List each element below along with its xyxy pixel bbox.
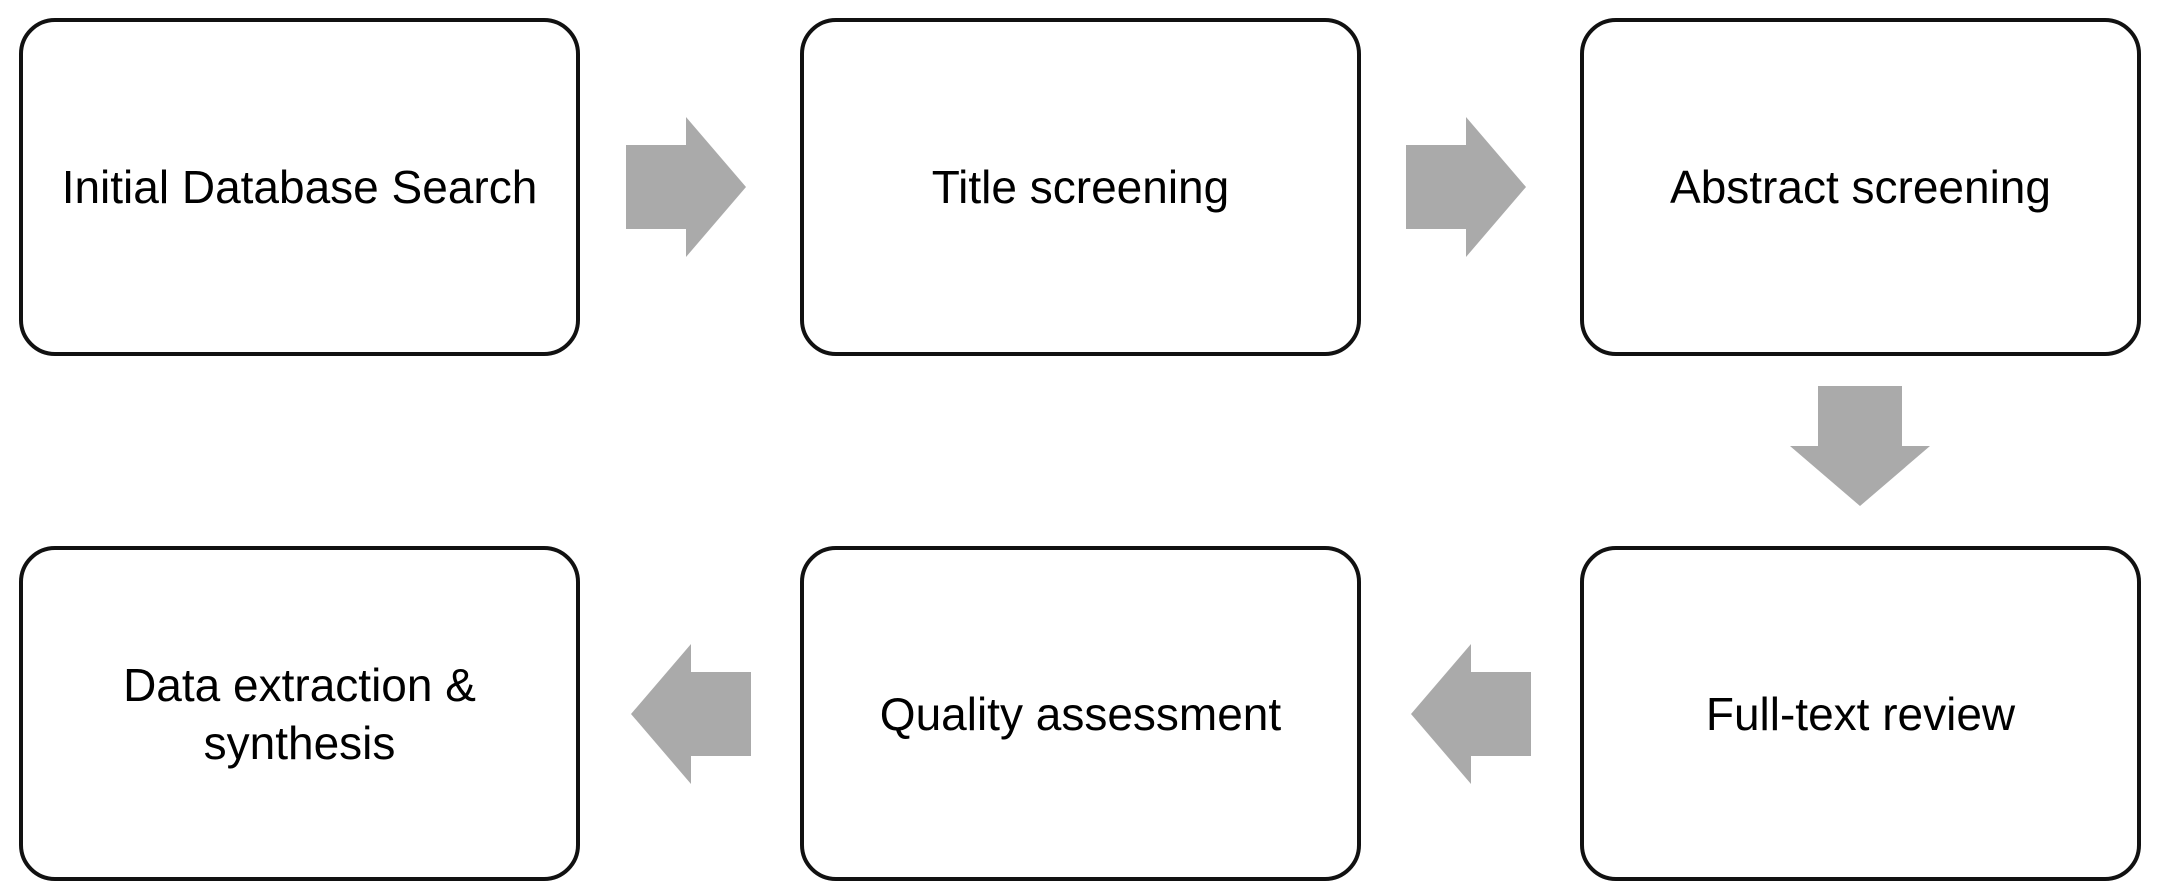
step-label: Initial Database Search — [61, 161, 538, 213]
step-full-text-review: Full-text review — [1580, 546, 2141, 881]
step-label: Quality assessment — [879, 687, 1282, 740]
step-initial-database-search: Initial Database Search — [19, 18, 580, 356]
step-title-screening: Title screening — [800, 18, 1361, 356]
step-label: Title screening — [931, 161, 1230, 213]
step-abstract-screening: Abstract screening — [1580, 18, 2141, 356]
arrow-left-icon — [1411, 644, 1531, 784]
arrow-right-icon — [1406, 117, 1526, 257]
step-label: Full-text review — [1705, 687, 2016, 740]
arrow-down-icon — [1790, 386, 1930, 506]
arrow-right-icon — [626, 117, 746, 257]
step-label: Data extraction & synthesis — [123, 658, 476, 769]
arrow-left-icon — [631, 644, 751, 784]
step-quality-assessment: Quality assessment — [800, 546, 1361, 881]
step-data-extraction-synthesis: Data extraction & synthesis — [19, 546, 580, 881]
step-label: Abstract screening — [1670, 161, 2051, 213]
